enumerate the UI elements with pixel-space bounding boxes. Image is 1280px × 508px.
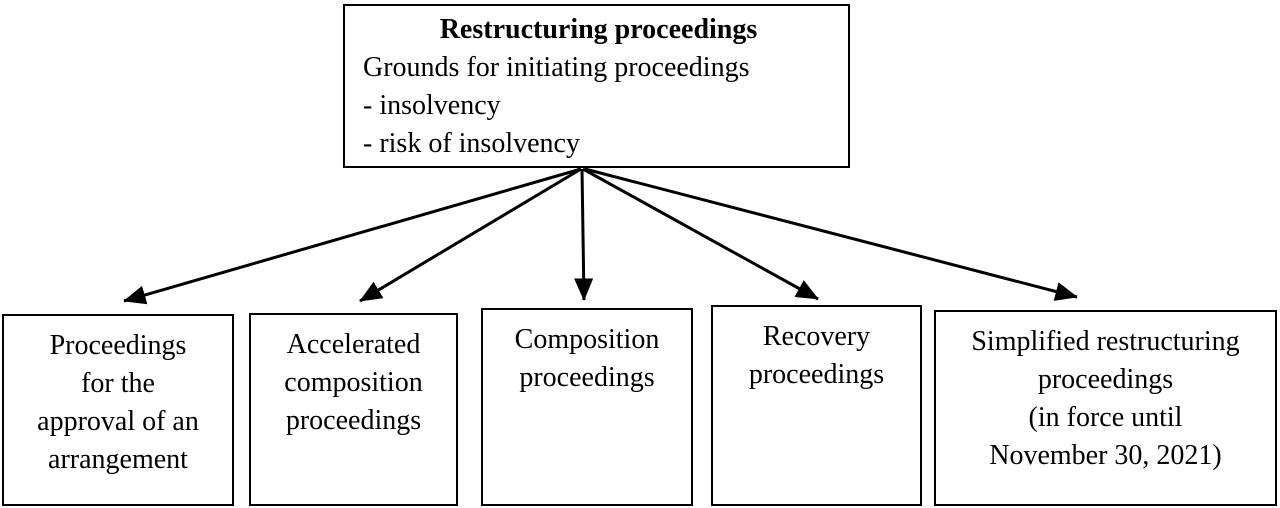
child-box-approval-proceedings: Proceedings for the approval of an arran… — [2, 314, 234, 506]
child-box-composition-proceedings: Composition proceedings — [481, 308, 693, 506]
child-box-recovery-proceedings: Recovery proceedings — [711, 305, 922, 506]
child-box-label: Accelerated composition proceedings — [284, 329, 423, 436]
child-box-accelerated-composition-proceedings: Accelerated composition proceedings — [249, 313, 458, 506]
child-box-label: Recovery proceedings — [748, 321, 885, 390]
root-box-restructuring-proceedings: Restructuring proceedings Grounds for in… — [343, 4, 850, 168]
root-box-title: Restructuring proceedings — [439, 14, 758, 45]
arrow-to-accelerated-composition-proceedings — [359, 167, 582, 303]
arrow-to-simplified-restructuring-proceedings — [584, 167, 1078, 301]
child-box-label: Composition proceedings — [514, 324, 660, 393]
child-box-label: Proceedings for the approval of an arran… — [37, 330, 199, 475]
root-box-ground-risk-of-insolvency: - risk of insolvency — [363, 128, 580, 159]
root-box-subtitle: Grounds for initiating proceedings — [363, 52, 750, 83]
arrow-to-approval-proceedings — [123, 167, 582, 305]
child-box-simplified-restructuring-proceedings: Simplified restructuring proceedings (in… — [934, 310, 1277, 506]
root-box-ground-insolvency: - insolvency — [363, 90, 501, 121]
arrow-to-recovery-proceedings — [582, 167, 819, 301]
child-box-label: Simplified restructuring proceedings (in… — [971, 326, 1240, 471]
arrow-to-composition-proceedings — [574, 168, 594, 301]
